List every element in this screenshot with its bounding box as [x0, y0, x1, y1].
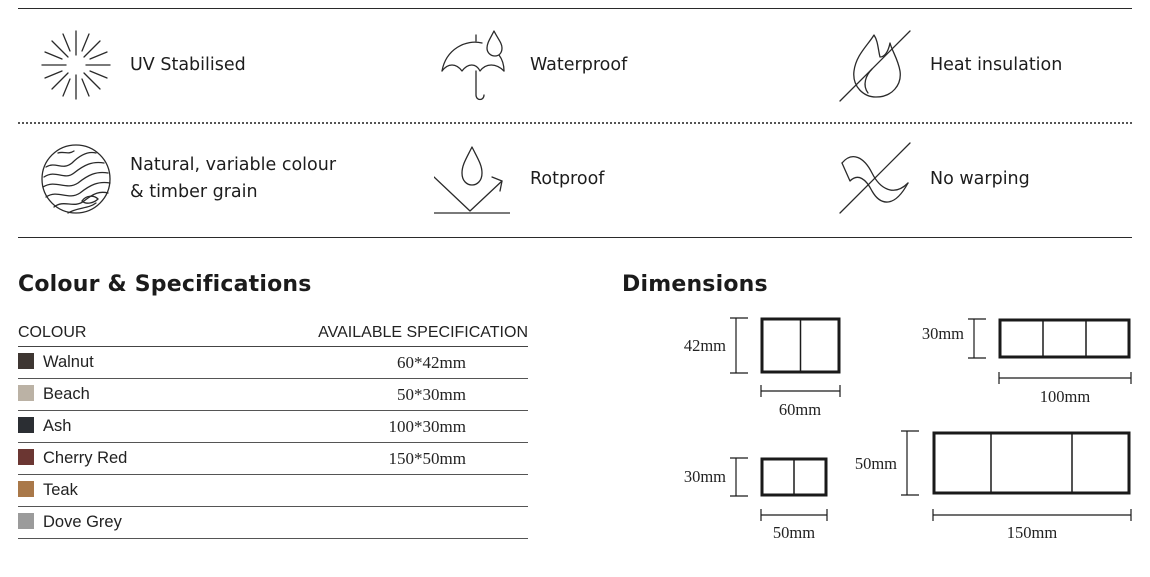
colour-cell: Dove Grey: [18, 506, 193, 539]
colour-swatch: [18, 417, 34, 433]
table-row: Beach 50*30mm: [18, 378, 528, 411]
profile-150x50: [901, 430, 1132, 521]
profile-50x30: [730, 457, 828, 521]
table-row: Dove Grey: [18, 506, 528, 539]
flame-crossed-icon: [838, 27, 914, 103]
drop-check-icon: [434, 141, 510, 217]
profile-60x42: [730, 317, 841, 397]
feature-rotproof: Rotproof: [434, 141, 604, 217]
features-bottom-rule: [18, 237, 1132, 238]
dotted-divider: [18, 122, 1132, 124]
table-row: Cherry Red 150*50mm: [18, 442, 528, 475]
colour-name: Walnut: [43, 353, 94, 371]
colour-name: Ash: [43, 417, 72, 435]
spec-cell: 60*42mm: [192, 346, 528, 379]
colour-swatch: [18, 449, 34, 465]
colour-cell: Cherry Red: [18, 442, 193, 475]
colour-swatch: [18, 481, 34, 497]
spec-cell: 50*30mm: [192, 378, 528, 411]
feature-label: Waterproof: [530, 54, 628, 75]
wood-grain-icon: [38, 141, 114, 217]
colour-name: Dove Grey: [43, 513, 122, 531]
umbrella-drop-icon: [438, 27, 514, 103]
table-row: Teak: [18, 474, 528, 507]
sun-rays-icon: [38, 27, 114, 103]
colour-cell: Beach: [18, 378, 193, 411]
colour-spec-title: Colour & Specifications: [18, 272, 312, 297]
colour-name: Beach: [43, 385, 90, 403]
table-row: Walnut 60*42mm: [18, 346, 528, 379]
colour-cell: Walnut: [18, 346, 193, 379]
feature-uv-stabilised: UV Stabilised: [38, 27, 246, 103]
feature-heat-insulation: Heat insulation: [838, 27, 1062, 103]
warp-crossed-icon: [838, 141, 914, 217]
width-label: 100mm: [1040, 387, 1091, 406]
colour-swatch: [18, 513, 34, 529]
feature-label: UV Stabilised: [130, 54, 246, 75]
colour-swatch: [18, 385, 34, 401]
colour-spec-table: COLOUR AVAILABLE SPECIFICATION Walnut 60…: [18, 320, 528, 539]
spec-cell: [192, 506, 528, 539]
feature-label: Natural, variable colour & timber grain: [130, 155, 337, 202]
spec-cell: 150*50mm: [192, 442, 528, 475]
width-label: 150mm: [1007, 523, 1058, 542]
colour-column-header: COLOUR: [18, 320, 193, 347]
top-rule: [18, 8, 1132, 9]
width-label: 50mm: [773, 523, 815, 542]
feature-label: Rotproof: [530, 168, 605, 189]
feature-label: Heat insulation: [930, 54, 1063, 75]
spec-cell: 100*30mm: [192, 410, 528, 443]
height-label: 50mm: [855, 454, 897, 473]
feature-label: No warping: [930, 168, 1030, 189]
feature-no-warping: No warping: [838, 141, 1030, 217]
profile-100x30: [968, 318, 1132, 384]
dimensions-title: Dimensions: [622, 272, 768, 297]
colour-cell: Teak: [18, 474, 193, 507]
colour-name: Teak: [43, 481, 78, 499]
spec-cell: [192, 474, 528, 507]
colour-cell: Ash: [18, 410, 193, 443]
width-label: 60mm: [779, 400, 821, 419]
feature-natural-colour: Natural, variable colour & timber grain: [38, 141, 336, 217]
height-label: 42mm: [684, 336, 726, 355]
height-label: 30mm: [922, 324, 964, 343]
spec-column-header: AVAILABLE SPECIFICATION: [192, 320, 528, 347]
colour-swatch: [18, 353, 34, 369]
colour-name: Cherry Red: [43, 449, 128, 467]
height-label: 30mm: [684, 467, 726, 486]
table-header-row: COLOUR AVAILABLE SPECIFICATION: [18, 320, 528, 347]
feature-waterproof: Waterproof: [438, 27, 627, 103]
table-row: Ash 100*30mm: [18, 410, 528, 443]
